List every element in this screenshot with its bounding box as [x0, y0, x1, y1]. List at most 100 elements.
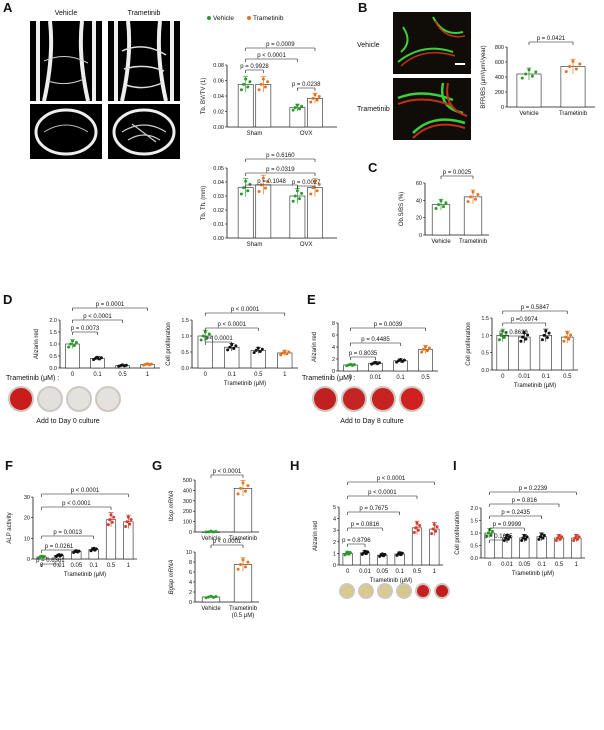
data-point — [239, 88, 243, 92]
data-point — [527, 68, 531, 72]
data-point — [431, 527, 435, 531]
y-tick-label: 6 — [189, 570, 192, 576]
data-point — [311, 96, 315, 100]
well-3 — [95, 386, 121, 412]
data-point — [298, 197, 302, 201]
data-point — [424, 345, 427, 349]
data-point — [295, 103, 299, 107]
p-value-label: p = 0.8035 — [349, 351, 378, 357]
y-tick-label: 1.5 — [481, 316, 489, 322]
data-point — [420, 350, 424, 354]
data-point — [541, 536, 545, 540]
y-tick-label: 2 — [332, 357, 335, 363]
data-point — [77, 549, 81, 553]
x-tick-label: 0.01 — [501, 562, 513, 568]
data-point — [427, 346, 431, 350]
x-tick-label: Vehicle — [201, 536, 221, 542]
p-value-label: p < 0.0001 — [213, 469, 242, 475]
y-tick-label: 0 — [333, 563, 336, 569]
data-point — [317, 182, 321, 186]
data-point — [209, 529, 213, 533]
x-axis-label: Trametinib (μM) — [512, 571, 554, 577]
y-tick-label: 0.5 — [470, 544, 478, 550]
p-value-label: p = 0.0238 — [292, 82, 321, 88]
y-tick-label: 0.00 — [213, 236, 224, 242]
data-point — [125, 520, 129, 524]
p-value-label: p = 0.0027 — [292, 180, 321, 186]
data-point — [236, 492, 240, 496]
data-point — [524, 72, 528, 76]
y-axis-label: Cell proliferation — [166, 322, 172, 365]
x-axis-label: Trametinib (μM) — [514, 383, 556, 389]
data-point — [441, 205, 445, 209]
data-point — [530, 74, 534, 78]
y-axis-label: Alizarin red — [313, 521, 319, 551]
x-tick-label: Sham — [247, 131, 263, 137]
y-axis-label: ALP activity — [7, 512, 13, 543]
data-point — [248, 80, 252, 84]
y-tick-label: 5 — [333, 505, 336, 511]
data-point — [557, 533, 561, 537]
data-point — [567, 337, 571, 341]
data-point — [569, 333, 573, 337]
y-tick-label: 1.0 — [181, 334, 189, 340]
y-tick-label: 0.0 — [181, 366, 189, 372]
data-point — [574, 67, 578, 71]
data-point — [366, 550, 370, 554]
calcein-trametinib-image — [393, 78, 471, 140]
well-0 — [8, 386, 34, 412]
y-tick-label: 2 — [333, 540, 336, 546]
calcein-vehicle-image — [393, 12, 471, 74]
data-point — [106, 523, 110, 527]
data-point — [260, 347, 264, 351]
data-point — [576, 537, 580, 541]
data-point — [568, 65, 572, 68]
data-point — [414, 526, 418, 530]
p-value-label: p = 0.0025 — [443, 170, 472, 176]
data-point — [572, 539, 576, 543]
data-point — [521, 335, 525, 339]
data-point — [69, 342, 73, 346]
y-axis-label: Tb. BV/TV (1) — [201, 78, 207, 115]
data-point — [232, 347, 236, 351]
y-axis-label: BFR/BS (μm³/μm²/year) — [481, 45, 487, 108]
data-point — [257, 88, 261, 92]
p-value-label: p = 0.0073 — [71, 326, 100, 332]
p-value-label: p = 0.1635 — [484, 534, 513, 540]
data-point — [545, 336, 549, 340]
data-point — [300, 191, 304, 195]
y-tick-label: 4 — [189, 580, 192, 586]
data-point — [486, 531, 490, 535]
data-point — [239, 563, 243, 566]
data-point — [383, 553, 387, 557]
y-tick-label: 0.5 — [481, 351, 489, 357]
data-point — [263, 85, 267, 89]
x-tick-label: Vehicle — [201, 606, 221, 612]
data-point — [279, 353, 283, 357]
data-point — [425, 349, 429, 353]
data-point — [287, 350, 291, 354]
p-value-label: p = 0.0261 — [45, 544, 74, 550]
data-point — [243, 489, 247, 493]
well-2 — [377, 583, 393, 599]
y-tick-label: 10 — [186, 550, 192, 556]
well-0 — [312, 386, 338, 412]
x-tick-label: 0.5 — [563, 374, 572, 380]
p-value-label: p = 0.0013 — [53, 530, 82, 536]
data-point — [204, 596, 208, 600]
y-tick-label: 1.0 — [481, 333, 489, 339]
x-tick-label: 0.05 — [518, 562, 530, 568]
data-point — [363, 549, 367, 553]
data-point — [241, 481, 245, 485]
well-3 — [396, 583, 412, 599]
x-tick-label: 0.5 — [413, 569, 422, 575]
y-tick-label: 0.00 — [213, 125, 224, 131]
p-value-label: p = 0.0009 — [266, 42, 295, 48]
data-point — [399, 358, 402, 362]
legend-label: Vehicle — [213, 15, 234, 22]
data-point — [209, 594, 213, 598]
y-tick-label: 1.0 — [49, 342, 57, 348]
microct-vehicle-longitudinal — [30, 21, 102, 101]
data-point — [505, 533, 509, 537]
